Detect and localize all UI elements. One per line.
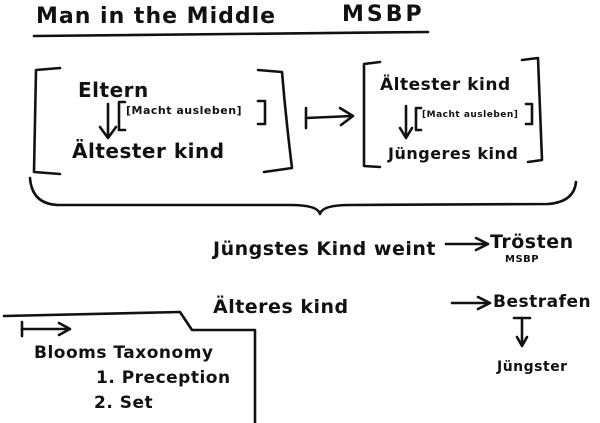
- flow-row2-right: Bestrafen: [493, 292, 592, 312]
- flow-row1-left: Jüngstes Kind weint: [213, 238, 436, 260]
- diagram-tag: MSBP: [342, 2, 425, 27]
- title-underline: [32, 30, 430, 38]
- trosten-arrow-head: [474, 236, 490, 252]
- notes-item-1: 1. Preception: [96, 368, 231, 388]
- notes-frame: [2, 310, 257, 423]
- right-box-top: Ältester kind: [380, 75, 511, 95]
- flow-row2-down: Jüngster: [497, 359, 568, 375]
- maps-to-arrow-shaft: [304, 114, 354, 120]
- left-down-arrow-head: [98, 125, 118, 140]
- left-label-close-bracket: [256, 99, 267, 126]
- right-box-open-bracket: [362, 60, 382, 169]
- left-box-open-bracket: [32, 66, 62, 176]
- flow-row2-left: Älteres kind: [213, 296, 349, 318]
- right-box-bottom: Jüngeres kind: [388, 144, 519, 163]
- notes-item-2: 2. Set: [94, 393, 154, 413]
- right-box-close-bracket: [520, 56, 544, 164]
- notes-title: Blooms Taxonomy: [34, 343, 214, 363]
- left-label-open-bracket: [117, 100, 127, 132]
- left-box-top: Eltern: [78, 78, 149, 102]
- right-box-label: [Macht ausleben]: [422, 110, 519, 120]
- left-box-bottom: Ältester kind: [72, 139, 225, 163]
- right-label-close-bracket: [524, 102, 534, 126]
- right-down-arrow-head: [398, 126, 414, 140]
- left-box-label: [Macht ausleben]: [126, 104, 243, 117]
- notes-arrow-head: [57, 321, 72, 337]
- jungster-arrow-head: [515, 335, 529, 348]
- curly-brace: [28, 176, 578, 216]
- diagram-title: Man in the Middle: [36, 4, 277, 29]
- right-label-open-bracket: [414, 106, 423, 132]
- left-box-close-bracket: [256, 68, 294, 174]
- maps-to-arrow-head: [338, 106, 355, 127]
- bestrafen-arrow-head: [476, 295, 492, 311]
- flow-row1-right: Trösten: [490, 231, 574, 253]
- flow-row1-sub: MSBP: [505, 254, 540, 265]
